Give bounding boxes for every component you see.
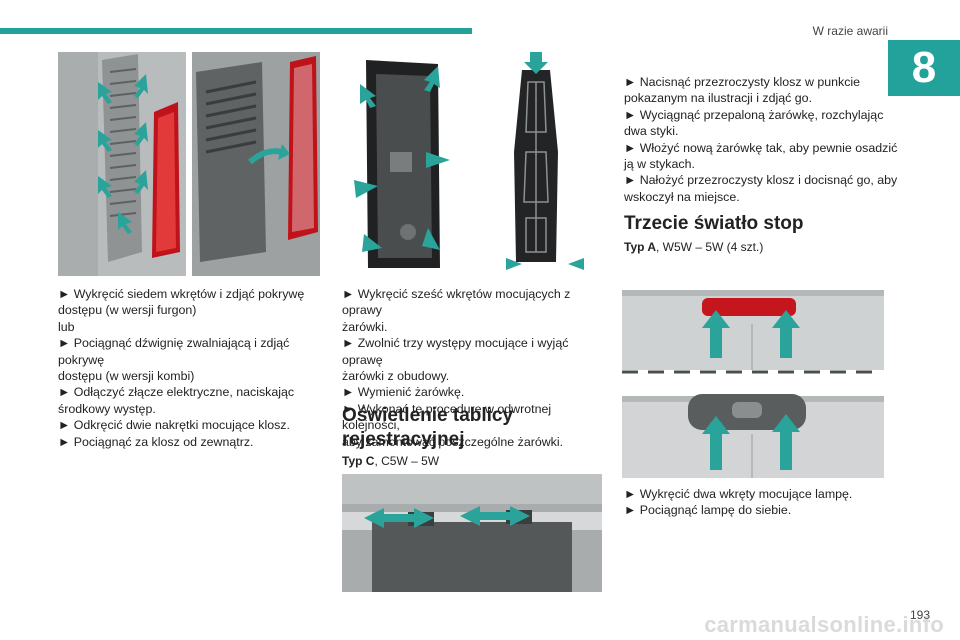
text-line: ► Zwolnić trzy występy mocujące i wyjąć … [342, 336, 569, 367]
figure-tail-light-cover-combi [192, 52, 320, 276]
text-line: ► Pociągnąć lampę do siebie. [624, 503, 792, 518]
watermark: carmanualsonline.info [704, 612, 944, 637]
text-line: dostępu (w wersji kombi) [58, 369, 195, 384]
text-line: ją w stykach. [624, 157, 695, 172]
text-line: dostępu (w wersji furgon) [58, 303, 197, 318]
figure-third-brake-light [622, 284, 884, 480]
heading-line: rejestracyjnej [342, 429, 465, 450]
header-accent-bar [0, 28, 472, 34]
figure-license-plate-light [342, 474, 602, 592]
text-line: ► Nacisnąć przezroczysty klosz w punkcie [624, 75, 861, 89]
page-number: 193 [909, 608, 930, 622]
text-line: ► Odłączyć złącze elektryczne, naciskają… [58, 385, 295, 400]
bulb-type-license-plate: Typ C, C5W – 5W [342, 454, 439, 468]
text-line: wskoczył na miejsce. [624, 189, 740, 204]
text-line: ► Pociągnąć za klosz od zewnątrz. [58, 434, 254, 449]
text-line: aby zamontować poszczególne żarówki. [342, 434, 564, 449]
text-line: ► Wykręcić sześć wkrętów mocujących z op… [342, 287, 571, 318]
text-line: pokazanym na ilustracji i zdjąć go. [624, 91, 813, 106]
text-line: ► Odkręcić dwie nakrętki mocujące klosz. [58, 418, 290, 433]
text-line: ► Pociągnąć dźwignię zwalniającą i zdjąć… [58, 336, 290, 367]
heading-license-plate-light: Oświetlenie tablicy rejestracyjnej [342, 404, 513, 452]
text-line: ► Wykręcić dwa wkręty mocujące lampę. [624, 487, 853, 501]
figure-lamp-housing [342, 52, 452, 274]
column1-instructions: ► Wykręcić siedem wkrętów i zdjąć pokryw… [58, 286, 328, 450]
text-line: dwa styki. [624, 124, 679, 139]
bulb-type-label: Typ C [342, 454, 375, 468]
heading-line: Oświetlenie tablicy [342, 405, 514, 426]
figure-tail-light-cover-van [58, 52, 186, 276]
bulb-type-value: , C5W – 5W [374, 454, 440, 468]
bulb-type-label: Typ A [624, 240, 656, 254]
text-line: żarówki z obudowy. [342, 369, 450, 384]
text-line: ► Wykręcić siedem wkrętów i zdjąć pokryw… [58, 287, 305, 301]
heading-third-brake-light: Trzecie światło stop [624, 213, 804, 234]
section-title: W razie awarii [812, 24, 888, 38]
text-line: ► Wyciągnąć przepaloną żarówkę, rozchyla… [624, 107, 884, 122]
bulb-type-value: , W5W – 5W (4 szt.) [656, 240, 764, 254]
text-line: ► Nałożyć przezroczysty klosz i docisnąć… [624, 173, 898, 188]
chapter-badge: 8 [888, 40, 960, 96]
text-line: środkowy występ. [58, 401, 156, 416]
bulb-type-third-brake-light: Typ A, W5W – 5W (4 szt.) [624, 240, 763, 254]
text-line: żarówki. [342, 319, 388, 334]
text-line: ► Włożyć nową żarówkę tak, aby pewnie os… [624, 140, 898, 155]
column3-instructions: ► Nacisnąć przezroczysty klosz w punkcie… [624, 74, 900, 205]
text-line: ► Wymienić żarówkę. [342, 385, 465, 400]
column2-instructions: ► Wykręcić sześć wkrętów mocujących z op… [342, 286, 612, 450]
figure-bulb-holder [486, 52, 586, 274]
text-line: lub [58, 319, 75, 334]
column3-instructions-bottom: ► Wykręcić dwa wkręty mocujące lampę. ► … [624, 486, 900, 519]
text-line: ► Wykonać tę procedurę w odwrotnej kolej… [342, 401, 552, 433]
